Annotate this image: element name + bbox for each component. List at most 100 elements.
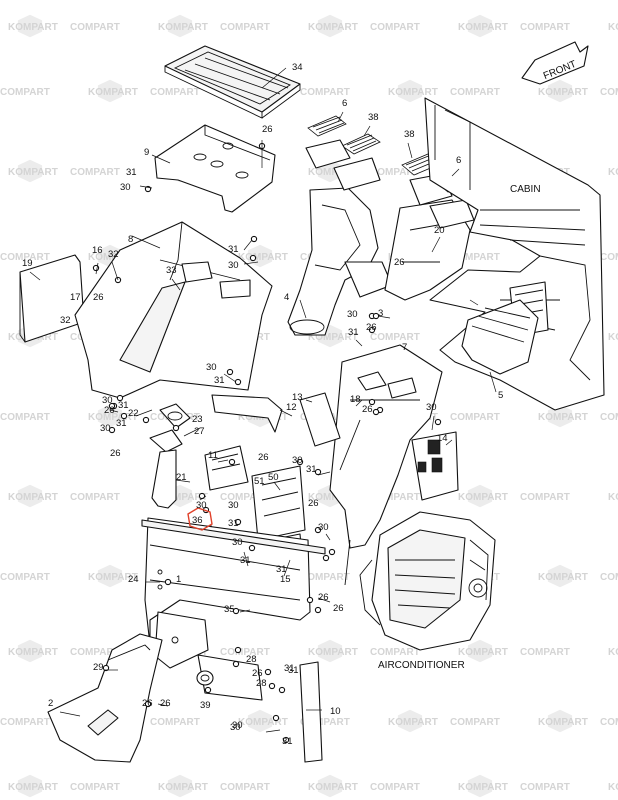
callout-26: 26: [258, 452, 269, 463]
leader-line: [363, 125, 371, 137]
callout-26: 26: [394, 257, 405, 268]
leader-line: [95, 262, 99, 275]
svg-text:KOMPART: KOMPART: [88, 412, 138, 423]
leader-line: [199, 495, 207, 501]
svg-text:KOMPART: KOMPART: [608, 22, 618, 33]
part-8-housing: [74, 221, 273, 399]
leader-line: [431, 415, 435, 431]
leader-line: [243, 261, 259, 265]
part-12-bracket: [211, 394, 283, 433]
callout-4: 4: [284, 292, 289, 303]
leader-line: [445, 439, 453, 446]
callout-30: 30: [232, 537, 243, 548]
callout-26: 26: [318, 592, 329, 603]
callout-6: 6: [456, 155, 461, 166]
callout-39: 39: [200, 700, 211, 711]
svg-text:KOMPART: KOMPART: [8, 167, 58, 178]
callout-11: 11: [208, 450, 218, 461]
bolt: [172, 424, 180, 432]
svg-text:KOMPART: KOMPART: [608, 167, 618, 178]
leader-line: [171, 278, 181, 291]
callout-31: 31: [228, 244, 239, 255]
part-14-control: [411, 431, 459, 501]
svg-text:COMPART: COMPART: [70, 782, 120, 793]
callout-30: 30: [228, 500, 239, 511]
leader-line: [151, 154, 171, 164]
part-9-cover: [154, 124, 276, 213]
callout-30: 30: [347, 309, 358, 320]
callout-32: 32: [108, 249, 119, 260]
svg-text:COMPART: COMPART: [0, 252, 50, 263]
callout-31: 31: [118, 400, 129, 411]
bolt: [142, 416, 150, 424]
part-39-grommet: [196, 670, 214, 686]
leader-line: [317, 471, 331, 476]
callout-26: 26: [262, 124, 273, 135]
leader-line: [377, 315, 391, 319]
leader-line: [279, 409, 293, 417]
callout-29: 29: [93, 662, 104, 673]
leader-line: [243, 551, 249, 567]
bolt: [164, 578, 172, 586]
callout-31: 31: [306, 464, 317, 475]
callout-31: 31: [240, 555, 251, 566]
callout-26: 26: [366, 322, 377, 333]
callout-31: 31: [116, 418, 127, 429]
svg-text:COMPART: COMPART: [450, 87, 500, 98]
bolt: [306, 596, 314, 604]
callout-31: 31: [282, 736, 293, 747]
leader-line: [273, 481, 281, 491]
callout-31: 31: [348, 327, 359, 338]
bolt: [234, 518, 242, 526]
svg-text:KOMPART: KOMPART: [158, 492, 208, 503]
svg-text:COMPART: COMPART: [600, 252, 618, 263]
callout-30: 30: [292, 455, 303, 466]
bolt: [232, 660, 240, 668]
svg-text:COMPART: COMPART: [520, 647, 570, 658]
leader-line: [325, 533, 331, 541]
svg-text:KOMPART: KOMPART: [158, 782, 208, 793]
callout-13: 13: [292, 392, 303, 403]
part-10-strip: [299, 661, 323, 763]
callout-26: 26: [308, 498, 319, 509]
bolt: [232, 607, 240, 615]
leader-line: [135, 409, 153, 417]
bolt: [368, 326, 376, 334]
leader-line: [355, 339, 363, 347]
callout-31: 31: [288, 665, 299, 676]
svg-text:KOMPART: KOMPART: [608, 647, 618, 658]
callout-34: 34: [292, 62, 303, 73]
callout-36: 36: [192, 515, 203, 526]
callout-12: 12: [286, 402, 297, 413]
callout-31: 31: [126, 167, 137, 178]
callout-30: 30: [230, 722, 241, 733]
svg-text:COMPART: COMPART: [600, 87, 618, 98]
callout-28: 28: [256, 678, 267, 689]
bolt: [108, 426, 116, 434]
callout-26: 26: [93, 292, 104, 303]
callout-31: 31: [214, 375, 225, 386]
bolt: [250, 235, 258, 243]
svg-text:KOMPART: KOMPART: [608, 782, 618, 793]
svg-text:COMPART: COMPART: [220, 22, 270, 33]
callout-30: 30: [318, 522, 329, 533]
svg-text:KOMPART: KOMPART: [458, 782, 508, 793]
bolt: [116, 394, 124, 402]
svg-text:COMPART: COMPART: [520, 22, 570, 33]
bolt: [314, 526, 322, 534]
svg-text:KOMPART: KOMPART: [458, 492, 508, 503]
svg-text:COMPART: COMPART: [220, 782, 270, 793]
callout-33: 33: [166, 265, 177, 276]
